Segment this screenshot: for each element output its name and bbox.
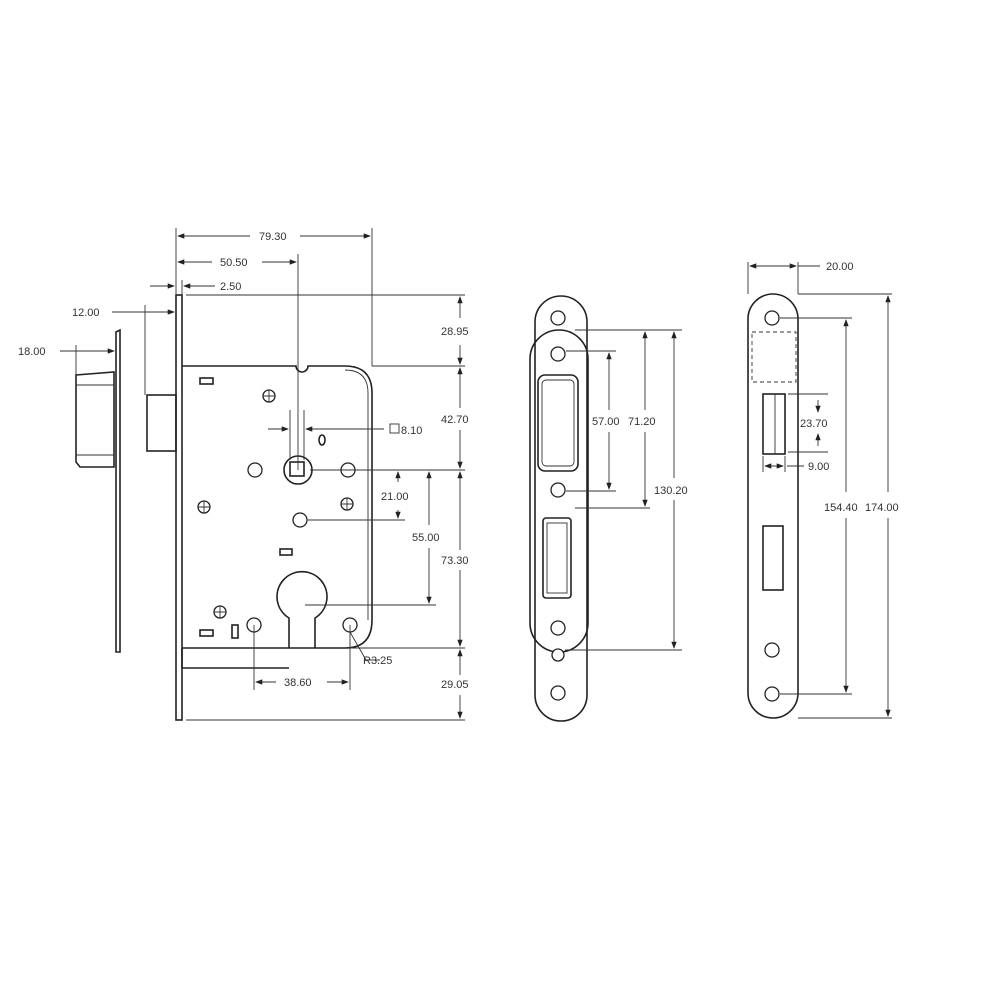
dim-faceplate-hole-spacing: 154.40 — [824, 502, 858, 514]
dim-case-top-to-spindle: 42.70 — [441, 414, 469, 426]
strike-plate-view — [529, 295, 589, 722]
screw-icon — [197, 389, 354, 619]
faceplate-dimensions: 20.00 23.70 9.00 154.40 174.00 — [747, 261, 899, 719]
side-view — [75, 328, 121, 653]
dim-spindle-to-lever-hole: 21.00 — [381, 491, 409, 503]
dim-spindle-to-bottom: 73.30 — [441, 555, 469, 567]
dim-strike-hole-spacing: 57.00 — [592, 416, 620, 428]
strike-dimensions: 57.00 71.20 130.20 — [565, 329, 688, 651]
dim-top-to-case: 28.95 — [441, 326, 469, 338]
dim-latch-width: 9.00 — [808, 461, 829, 473]
dim-backset: 50.50 — [220, 257, 248, 269]
faceplate-view — [747, 293, 799, 719]
dim-side-width: 18.00 — [18, 346, 46, 358]
lock-body-view — [144, 294, 373, 721]
dim-forend-thickness: 2.50 — [220, 281, 241, 293]
main-dimensions: 79.30 50.50 2.50 12.00 18.00 28.95 42.70… — [18, 228, 469, 721]
dim-strike-inner-height: 71.20 — [628, 416, 656, 428]
dim-case-width: 79.30 — [259, 231, 287, 243]
dim-strike-total-height: 130.20 — [654, 485, 688, 497]
dim-spindle-to-cylinder: 55.00 — [412, 532, 440, 544]
dim-corner-radius: R3.25 — [363, 655, 392, 667]
dim-faceplate-height: 174.00 — [865, 502, 899, 514]
dim-spindle-square: 8.10 — [401, 425, 422, 437]
dim-faceplate-width: 20.00 — [826, 261, 854, 273]
dim-fixing-hole-spacing: 38.60 — [284, 677, 312, 689]
dim-bottom-to-case: 29.05 — [441, 679, 469, 691]
dim-latch-height: 23.70 — [800, 418, 828, 430]
dim-forend-offset: 12.00 — [72, 307, 100, 319]
